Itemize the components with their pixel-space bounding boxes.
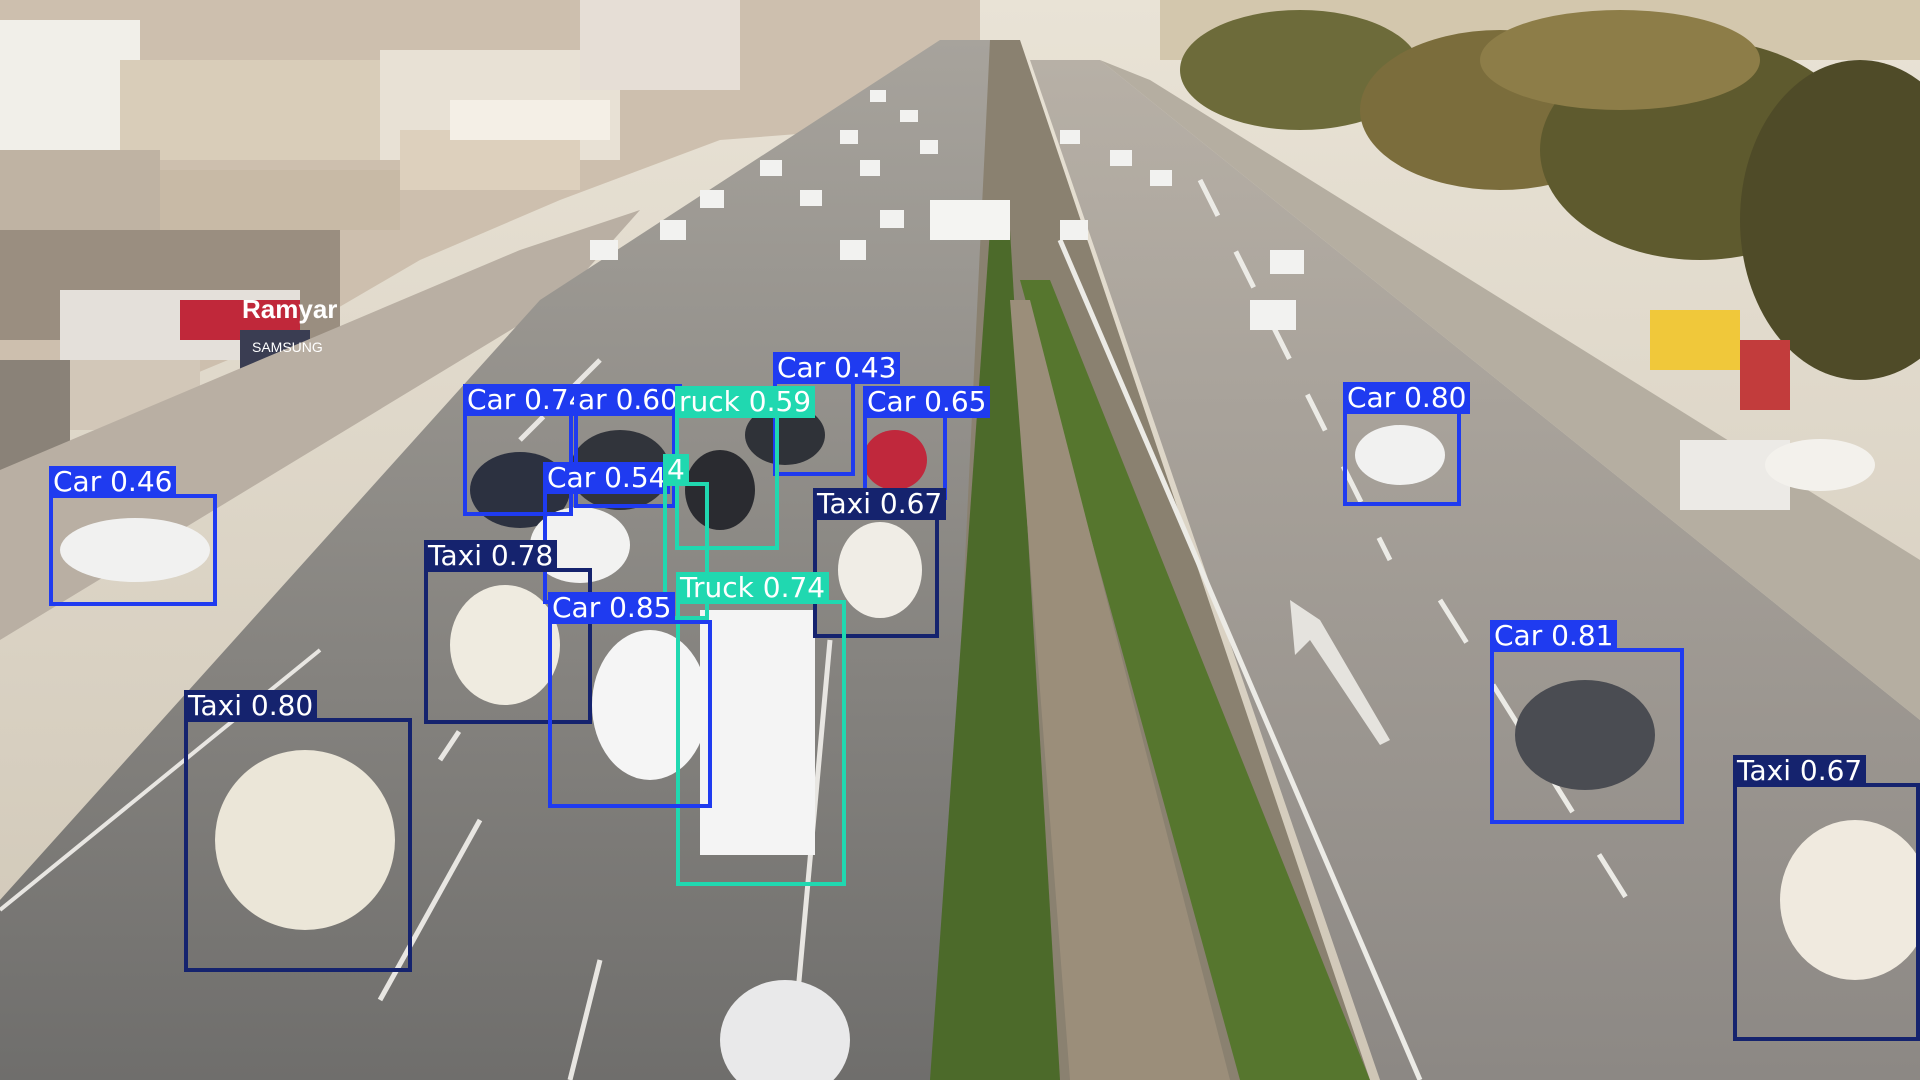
right-sidewalk (1100, 60, 1920, 720)
detection-box-car-081: Car 0.81 (1490, 620, 1684, 824)
detection-label: ar 0.60 (574, 384, 682, 416)
median-hedge-left (930, 230, 1060, 1080)
detection-label: Taxi 0.67 (813, 488, 947, 520)
detection-label: Car 0.43 (773, 352, 901, 384)
median-dirt (1010, 300, 1230, 1080)
detection-label: Car 0.65 (863, 386, 991, 418)
detection-label: Car 0.85 (548, 592, 676, 624)
right-lane-markings (1057, 178, 1643, 1080)
detection-box-car-046: Car 0.46 (49, 466, 217, 606)
detection-label: Truck 0.74 (676, 572, 830, 604)
detection-box-taxi-067: Taxi 0.67 (813, 488, 947, 638)
right-trees (1160, 0, 1920, 410)
detection-label: Taxi 0.78 (424, 540, 558, 572)
detection-label: 4 (663, 454, 689, 486)
distant-traffic (590, 90, 1304, 330)
detection-label: Car 0.80 (1343, 382, 1471, 414)
left-buildings (0, 0, 980, 480)
detection-box-car-080: Car 0.80 (1343, 382, 1471, 506)
detection-box-taxi-080: Taxi 0.80 (184, 690, 412, 972)
detection-box-truck-074: Truck 0.74 (676, 572, 846, 886)
detection-label: ruck 0.59 (675, 386, 816, 418)
detection-box-taxi-078: Taxi 0.78 (424, 540, 592, 724)
detection-box-car-043: Car 0.43 (773, 352, 901, 476)
detection-label: Car 0.54 (543, 462, 671, 494)
storefront-sign-samsung: SAMSUNG (252, 339, 323, 355)
detection-label: Taxi 0.67 (1733, 755, 1867, 787)
white-van (930, 200, 1010, 240)
detection-box-truck-partial: 4 (663, 454, 709, 620)
detection-label: Car 0.74 (463, 384, 591, 416)
detection-label: Car 0.81 (1490, 620, 1618, 652)
detection-box-car-065: Car 0.65 (863, 386, 991, 500)
detection-box-car-085: Car 0.85 (548, 592, 712, 808)
detection-label: Taxi 0.80 (184, 690, 318, 722)
road-arrow (1290, 600, 1390, 745)
median-hedge-right (1020, 280, 1370, 1080)
storefront-sign: Ramyar (242, 294, 337, 324)
detection-box-taxi-067-right: Taxi 0.67 (1733, 755, 1920, 1041)
detection-label: Car 0.46 (49, 466, 177, 498)
